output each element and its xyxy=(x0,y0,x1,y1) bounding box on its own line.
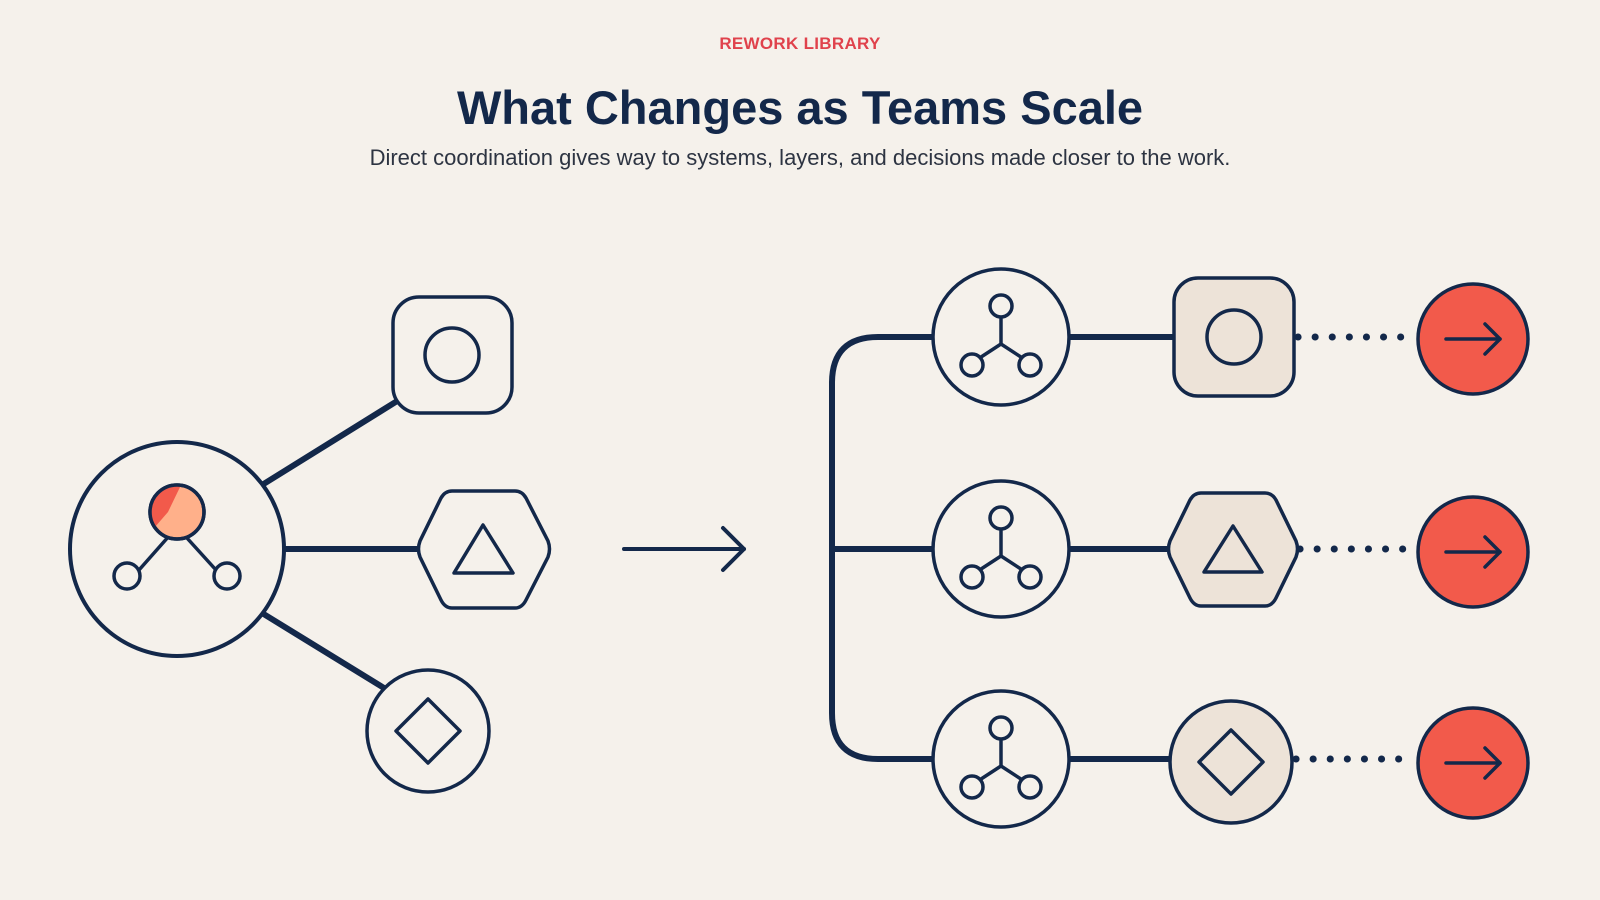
team-network-icon xyxy=(931,689,1071,829)
hub-people-icon xyxy=(68,440,286,658)
outcome-arrow-icon xyxy=(1416,495,1530,609)
spoke-line-bottom xyxy=(259,610,387,691)
diamond-tile xyxy=(1168,699,1294,825)
small-team-diagram xyxy=(68,295,552,794)
library-label: REWORK LIBRARY xyxy=(719,34,881,53)
diamond-icon xyxy=(1197,728,1265,796)
scaled-team-diagram xyxy=(829,267,1530,829)
circle-tile xyxy=(391,295,514,415)
outcome-arrow-icon xyxy=(1416,706,1530,820)
triangle-tile xyxy=(1166,491,1300,608)
triangle-tile xyxy=(416,489,552,610)
team-network-icon xyxy=(931,267,1071,407)
page-title: What Changes as Teams Scale xyxy=(456,81,1144,134)
diamond-icon xyxy=(394,697,462,765)
triangle-icon xyxy=(1202,524,1264,574)
circle-icon xyxy=(1205,308,1263,366)
circle-tile xyxy=(1172,276,1296,398)
circle-icon xyxy=(423,326,481,384)
page-subtitle: Direct coordination gives way to systems… xyxy=(369,145,1231,170)
outcome-arrow-icon xyxy=(1416,282,1530,396)
arrow-right-icon xyxy=(622,526,746,572)
triangle-icon xyxy=(452,523,515,575)
diamond-tile xyxy=(365,668,491,794)
spoke-line-top xyxy=(259,395,405,488)
team-network-icon xyxy=(931,479,1071,619)
